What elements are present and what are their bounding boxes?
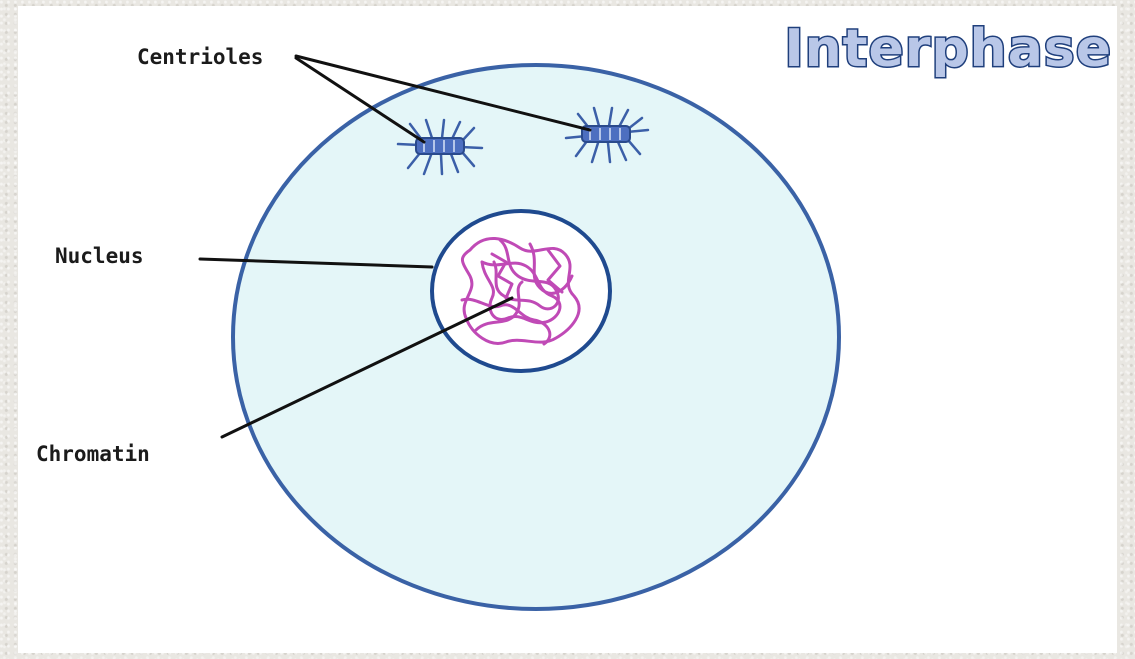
diagram-title: Interphase [784, 19, 1112, 79]
chromatin-label: Chromatin [36, 442, 150, 466]
centrioles-label: Centrioles [137, 45, 263, 69]
nucleus [432, 211, 610, 371]
nucleus-label: Nucleus [55, 244, 144, 268]
